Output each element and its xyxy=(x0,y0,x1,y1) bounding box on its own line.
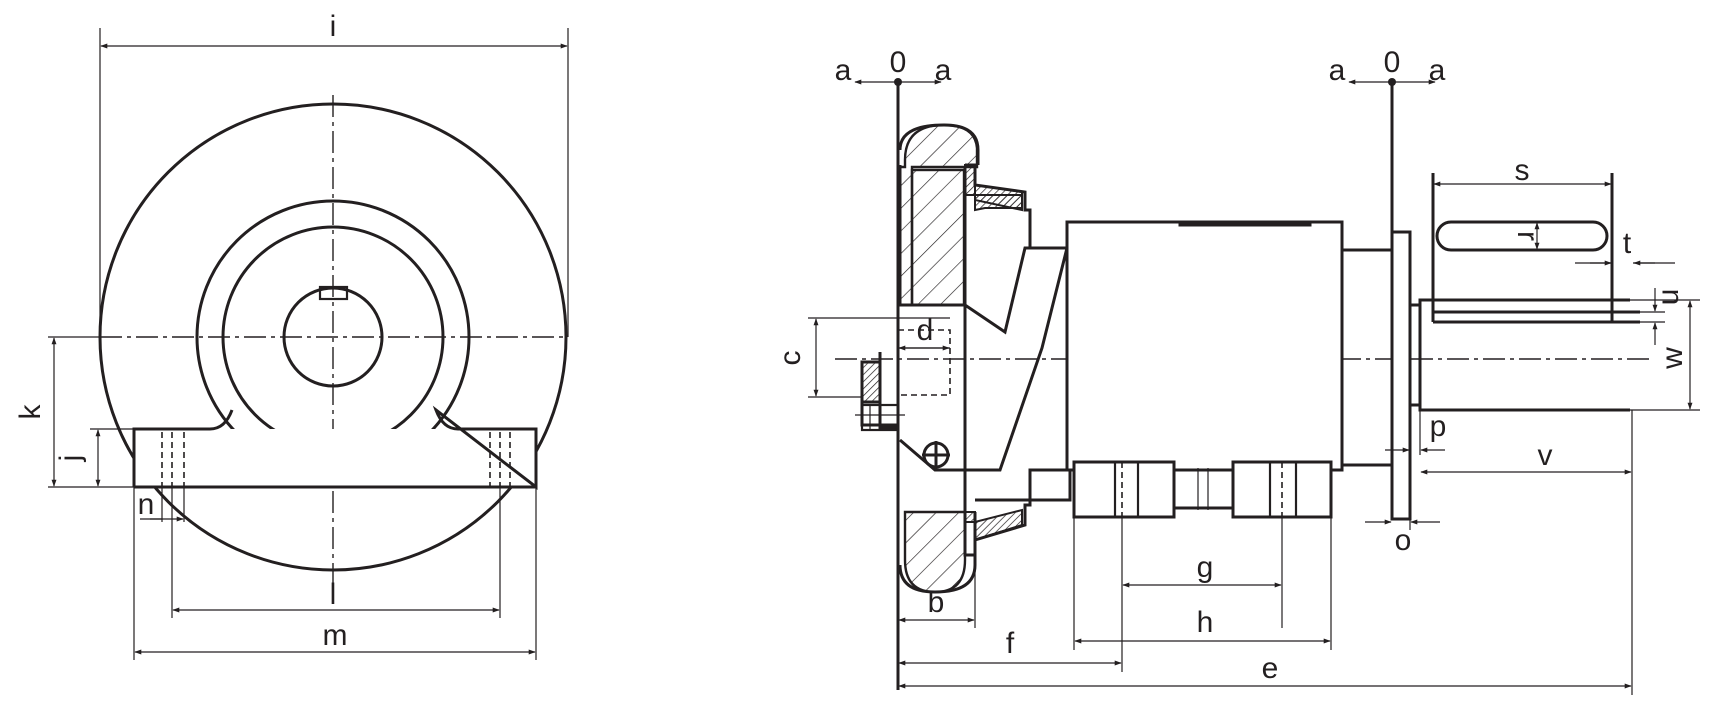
label-t: t xyxy=(1623,227,1632,260)
flange-plate xyxy=(1390,230,1412,521)
bearing-block-right xyxy=(1231,460,1333,519)
handwheel-rim-lower-section xyxy=(903,510,967,594)
lower-bushing xyxy=(964,508,1023,542)
label-b: b xyxy=(928,586,945,619)
label-w: w xyxy=(1656,347,1689,370)
side-view: a 0 a a 0 a c d b f g h xyxy=(774,46,1700,695)
label-zero-left: 0 xyxy=(890,46,907,79)
label-v: v xyxy=(1538,439,1553,472)
label-e: e xyxy=(1262,652,1279,685)
label-c: c xyxy=(774,351,807,366)
label-f: f xyxy=(1006,627,1015,660)
key-slot xyxy=(1435,220,1609,252)
label-a-right-1: a xyxy=(1329,54,1346,87)
label-k: k xyxy=(14,404,47,420)
bearing-block-left xyxy=(1072,460,1176,519)
mounting-base xyxy=(132,405,538,491)
label-zero-right: 0 xyxy=(1384,46,1401,79)
front-view: i k j n l m xyxy=(14,10,569,660)
keyway xyxy=(318,285,349,301)
label-h: h xyxy=(1197,606,1214,639)
label-i: i xyxy=(330,10,337,43)
label-a-left-1: a xyxy=(835,54,852,87)
output-shaft xyxy=(1410,298,1630,412)
retainer-plug xyxy=(861,361,881,403)
label-o: o xyxy=(1395,524,1412,557)
label-d: d xyxy=(917,314,934,347)
label-m: m xyxy=(323,619,348,652)
label-a-left-2: a xyxy=(935,54,952,87)
label-j: j xyxy=(54,455,87,463)
label-l: l xyxy=(330,578,337,611)
datum-point-right xyxy=(1388,78,1396,86)
label-a-right-2: a xyxy=(1429,54,1446,87)
datum-point-left xyxy=(894,78,902,86)
label-s: s xyxy=(1515,154,1530,187)
label-g: g xyxy=(1197,551,1214,584)
connecting-rod xyxy=(1172,468,1235,510)
label-n: n xyxy=(138,488,155,521)
label-r: r xyxy=(1511,231,1544,241)
label-u: u xyxy=(1652,289,1685,306)
drum-housing xyxy=(1065,220,1344,472)
label-p: p xyxy=(1430,410,1447,443)
